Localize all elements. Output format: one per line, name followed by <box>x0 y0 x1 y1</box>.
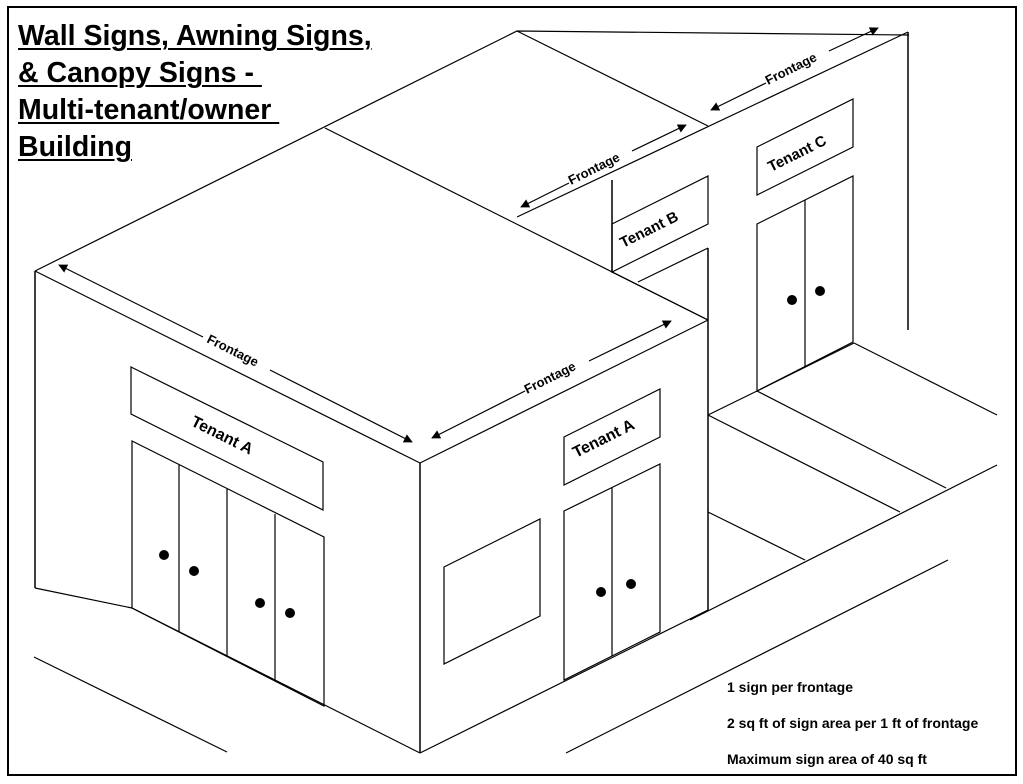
door-handle <box>189 566 199 576</box>
sign-rules-notes: 1 sign per frontage 2 sq ft of sign area… <box>727 676 978 784</box>
frontage-label: Frontage <box>205 331 261 369</box>
diagram-frame <box>7 6 1017 776</box>
note-sign-count: 1 sign per frontage <box>727 679 854 695</box>
tenant-a-window <box>443 518 541 665</box>
tenant-a-left-wall <box>34 270 421 754</box>
door-handle <box>255 598 265 608</box>
tenant-a-left-doors <box>131 440 325 707</box>
frontage-tenant-a-right: Frontage <box>431 320 672 439</box>
note-max-sign-area: Maximum sign area of 40 sq ft <box>727 751 927 767</box>
title-line: Multi-tenant/owner <box>18 94 280 126</box>
door-handle <box>159 550 169 560</box>
sign-label: Tenant B <box>617 208 681 251</box>
frontage-tenant-b: Frontage <box>520 124 687 208</box>
frontage-tenant-a-left: Frontage <box>58 264 413 443</box>
tenant-bc-wing <box>611 32 909 330</box>
door-handle <box>626 579 636 589</box>
frontage-tenant-c: Frontage <box>710 27 879 111</box>
page-title: Wall Signs, Awning Signs, & Canopy Signs… <box>18 18 372 166</box>
frontage-label: Frontage <box>566 149 622 187</box>
tenant-a-right-doors <box>563 463 661 681</box>
frontage-label: Frontage <box>763 49 819 87</box>
sign-label: Tenant A <box>570 416 638 461</box>
title-line: Building <box>18 131 132 163</box>
sign-label: Tenant A <box>188 413 256 458</box>
title-line: Wall Signs, Awning Signs, <box>18 20 372 52</box>
tenant-a-right-wall <box>419 319 709 754</box>
frontage-label: Frontage <box>522 358 578 396</box>
title-line: & Canopy Signs - <box>18 57 262 89</box>
door-handle <box>787 295 797 305</box>
sign-tenant-b: Tenant B <box>611 175 709 273</box>
note-sign-area-ratio: 2 sq ft of sign area per 1 ft of frontag… <box>727 715 979 731</box>
door-handle <box>285 608 295 618</box>
door-handle <box>815 286 825 296</box>
tenant-c-doors <box>756 175 854 392</box>
sign-tenant-c: Tenant C <box>756 98 854 196</box>
door-handle <box>596 587 606 597</box>
